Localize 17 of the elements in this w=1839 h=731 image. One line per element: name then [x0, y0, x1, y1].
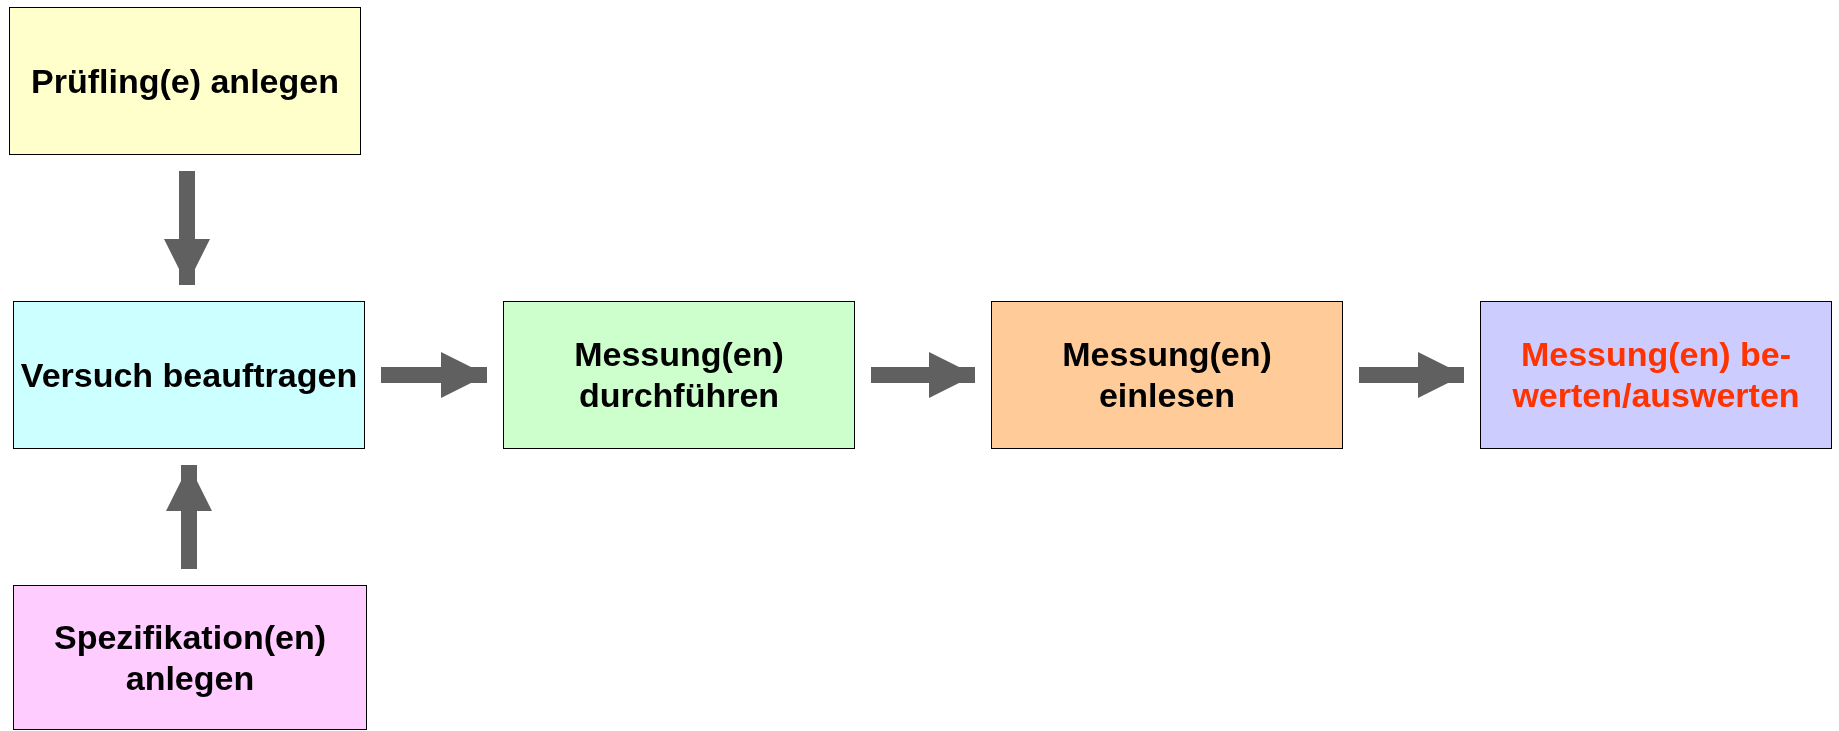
box-label: Messung(en) durchführen	[573, 334, 785, 416]
arrow	[381, 352, 487, 398]
process-box	[1480, 301, 1832, 449]
process-box	[9, 7, 361, 155]
arrow	[166, 465, 212, 569]
arrow	[164, 171, 210, 285]
box-label: Messung(en) einlesen	[1061, 334, 1273, 416]
box-label: Spezifikation(en) anlegen	[53, 616, 327, 699]
process-box	[13, 585, 367, 730]
box-label: Versuch beauftragen	[20, 354, 358, 396]
box-label: Messung(en) be-werten/auswerten	[1511, 334, 1801, 416]
process-box	[503, 301, 855, 449]
box-label: Prüfling(e) anlegen	[31, 60, 339, 102]
arrow	[871, 352, 975, 398]
process-box	[991, 301, 1343, 449]
arrow	[1359, 352, 1464, 398]
process-box	[13, 301, 365, 449]
